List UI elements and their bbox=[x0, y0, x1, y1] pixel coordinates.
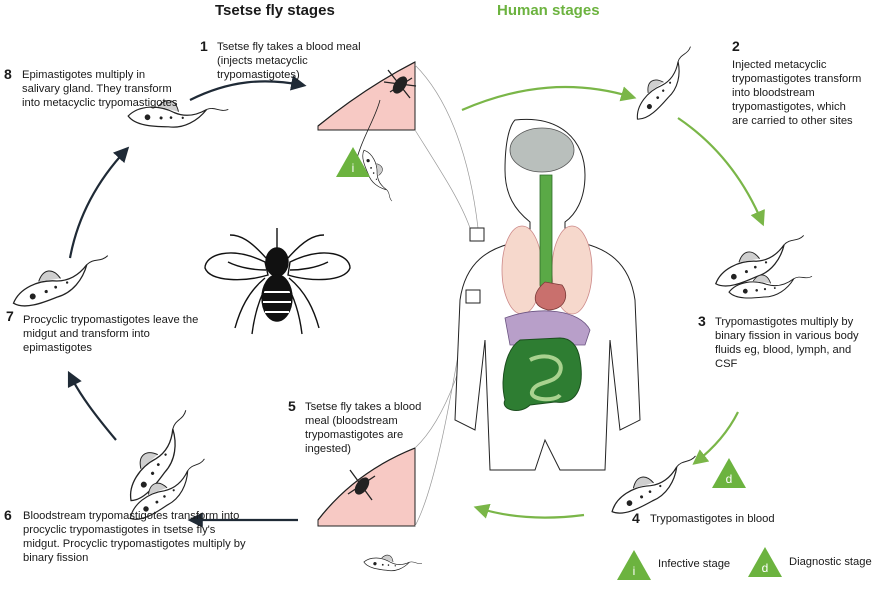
step-4-number: 4 bbox=[632, 510, 640, 526]
legend-diagnostic-label: Diagnostic stage bbox=[789, 556, 872, 568]
legend-infective-icon: i bbox=[617, 550, 651, 580]
step-3-number: 3 bbox=[698, 313, 706, 329]
step-2-number: 2 bbox=[732, 38, 740, 54]
human-stages-header: Human stages bbox=[497, 2, 600, 19]
svg-text:i: i bbox=[633, 564, 636, 578]
step-6-label: Bloodstream trypomastigotes transform in… bbox=[23, 510, 246, 564]
step-3-label: Trypomastigotes multiply by binary fissi… bbox=[715, 316, 859, 370]
skin-patch-5 bbox=[317, 447, 416, 527]
step-5-number: 5 bbox=[288, 398, 296, 414]
epimastigote-7 bbox=[8, 254, 114, 309]
tsetse-fly-illustration bbox=[204, 228, 351, 335]
svg-text:i: i bbox=[352, 161, 355, 175]
step-7-number: 7 bbox=[6, 308, 14, 324]
step-7-label: Procyclic trypomastigotes leave the midg… bbox=[23, 314, 199, 354]
bloodstream-trypomastigote-2 bbox=[620, 46, 710, 123]
arrow-2-to-3 bbox=[677, 117, 765, 227]
trypomastigote-5 bbox=[362, 544, 423, 584]
arrow-6-to-7 bbox=[67, 370, 117, 441]
tsetse-stages-header: Tsetse fly stages bbox=[215, 2, 335, 19]
step-6-number: 6 bbox=[4, 507, 12, 523]
arrow-3-to-4 bbox=[692, 411, 739, 465]
step-1-label: Tsetse fly takes a blood meal (injects m… bbox=[217, 41, 361, 81]
infective-stage-marker-1: i bbox=[336, 147, 370, 177]
step-8-number: 8 bbox=[4, 66, 12, 82]
svg-text:d: d bbox=[762, 561, 769, 575]
bloodstream-trypomastigote-4 bbox=[603, 455, 706, 517]
step-8-label: Epimastigotes multiply in salivary gland… bbox=[22, 69, 178, 109]
step-4-label: Trypomastigotes in blood bbox=[650, 513, 775, 525]
skin-patch-1 bbox=[317, 61, 417, 171]
arrow-7-to-8 bbox=[68, 146, 130, 259]
svg-text:d: d bbox=[726, 472, 733, 486]
arrow-1-to-2 bbox=[461, 86, 637, 112]
diagnostic-stage-marker-4: d bbox=[712, 458, 746, 488]
arrow-4-to-5 bbox=[473, 503, 585, 519]
arrow-8-to-1 bbox=[189, 75, 307, 101]
step-1-number: 1 bbox=[200, 38, 208, 54]
legend-diagnostic-icon: d bbox=[748, 547, 782, 577]
step-5-label: Tsetse fly takes a blood meal (bloodstre… bbox=[305, 401, 422, 455]
step-2-label: Injected metacyclic trypomastigotes tran… bbox=[732, 59, 862, 127]
legend-infective-label: Infective stage bbox=[658, 558, 731, 570]
human-body-illustration bbox=[454, 118, 641, 471]
